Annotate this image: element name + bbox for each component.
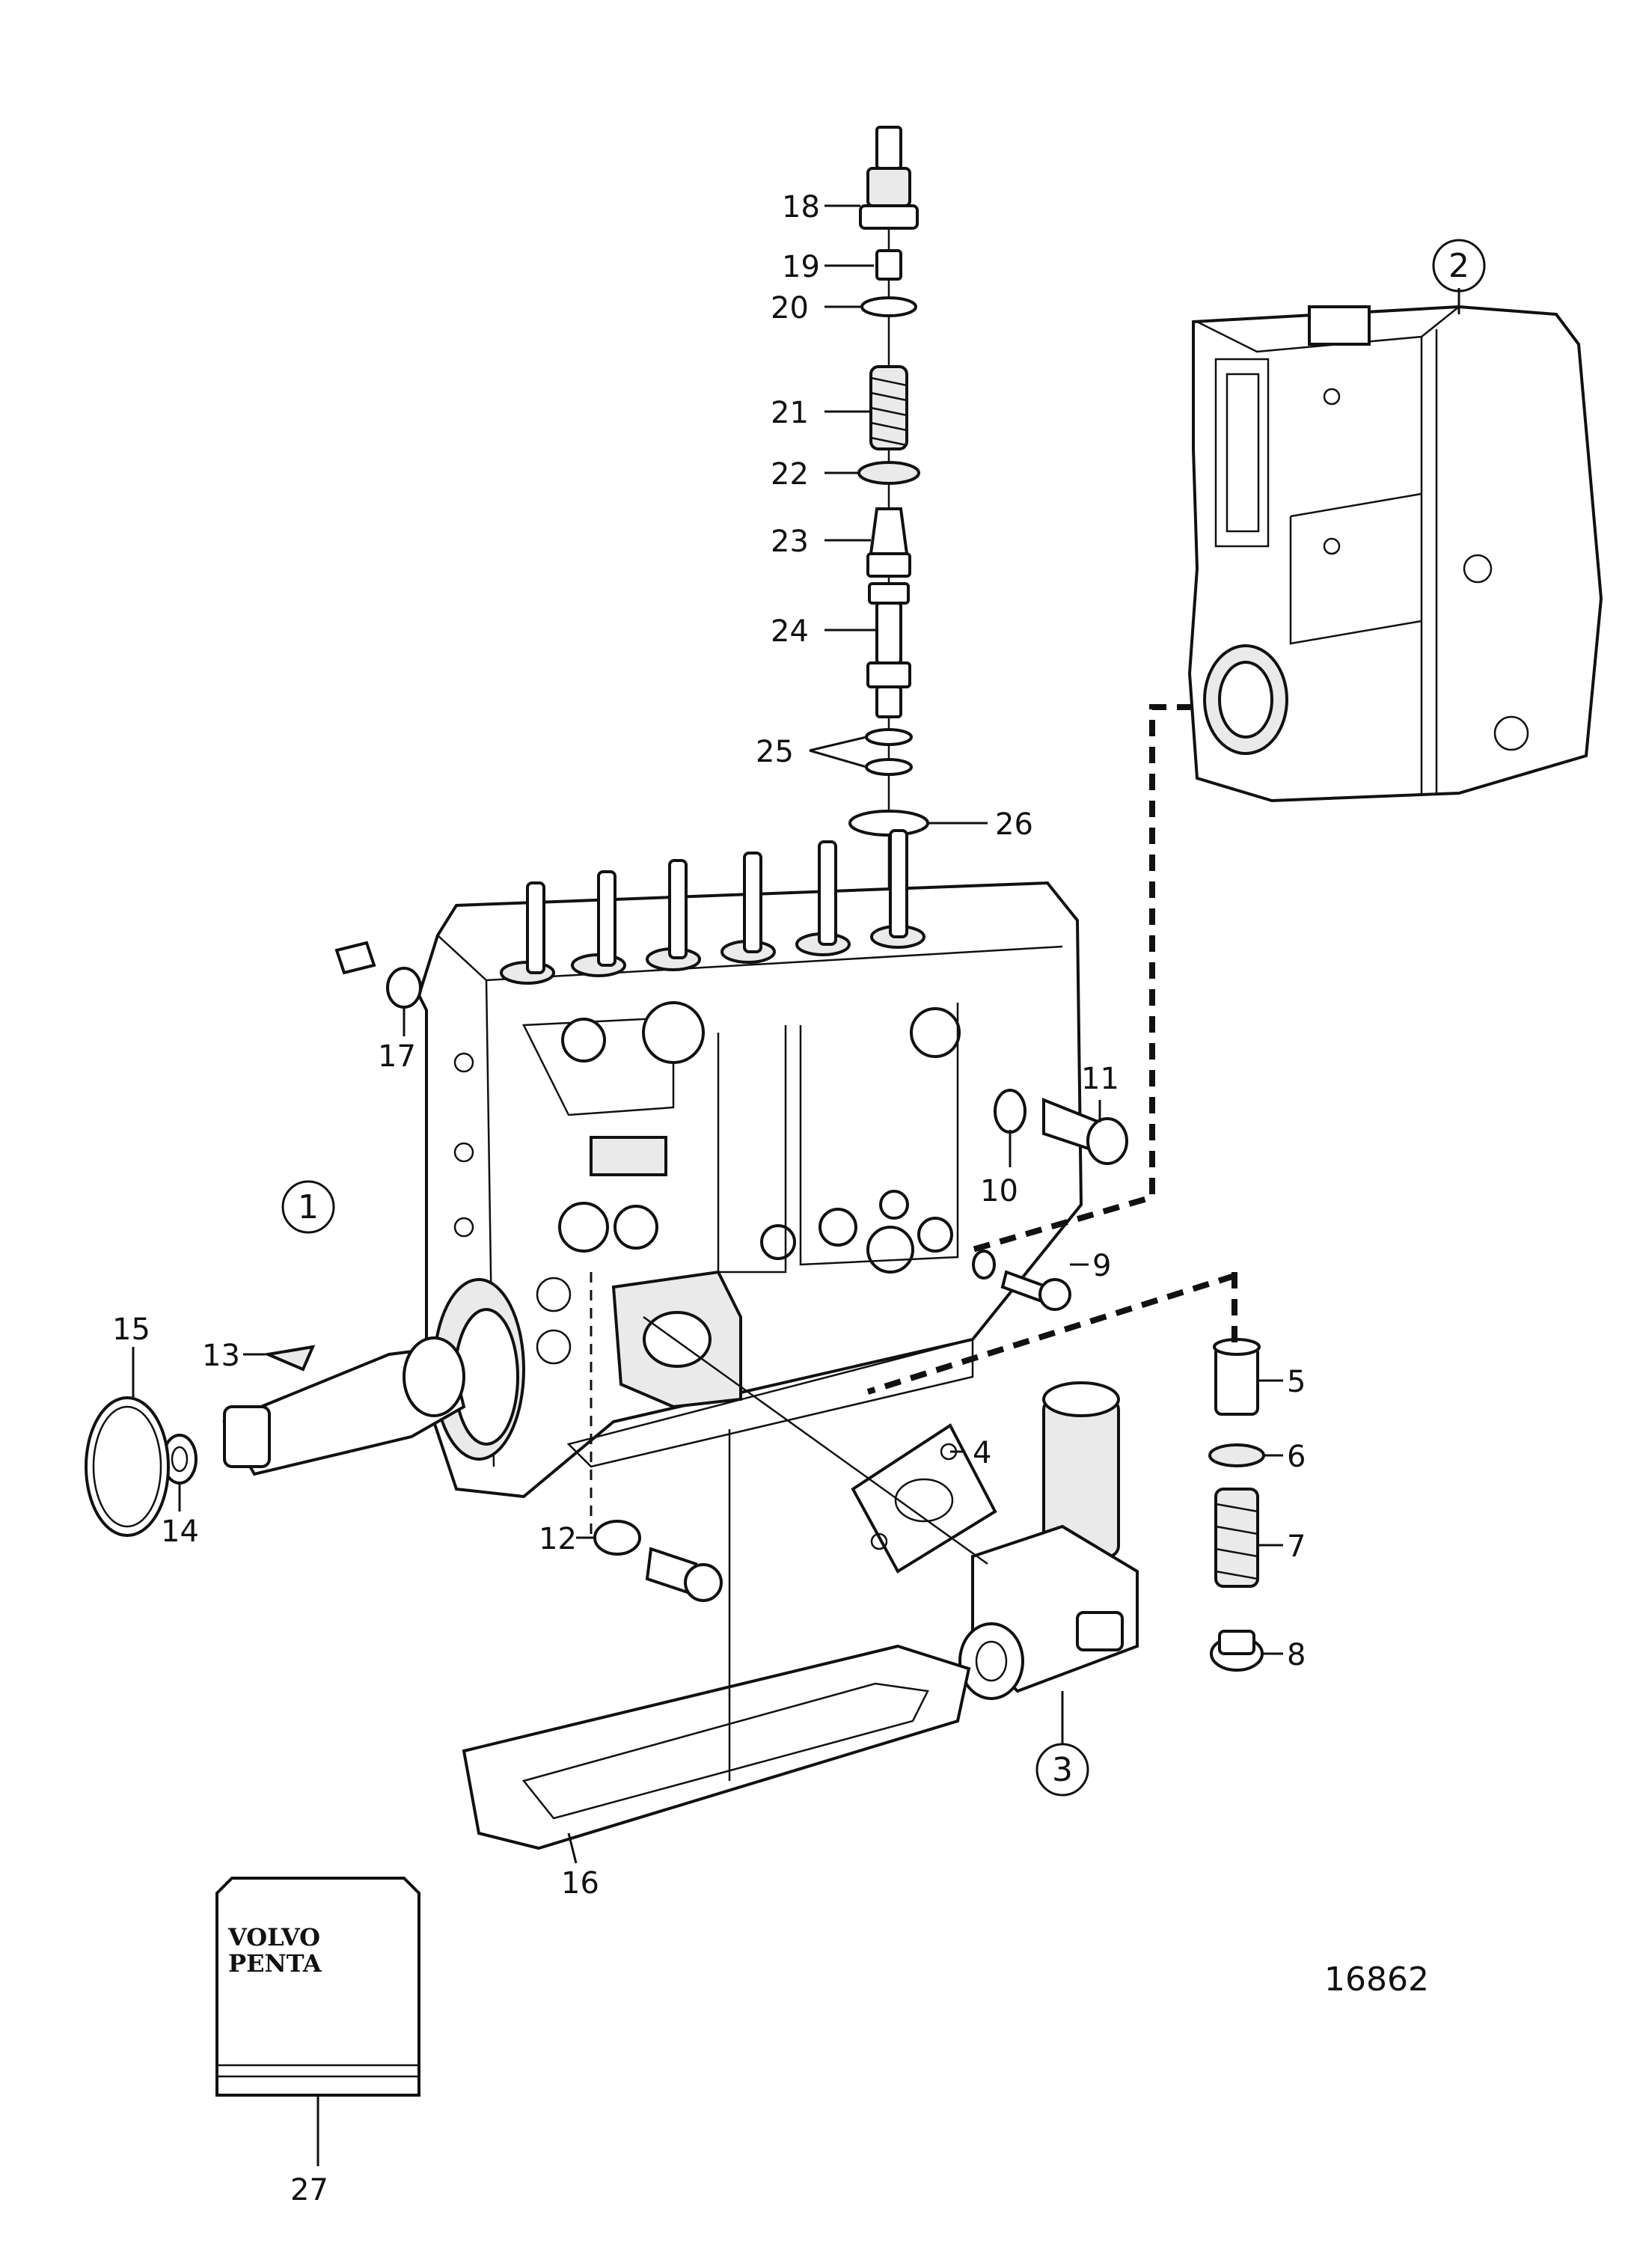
callout-10: 10 (980, 1174, 1018, 1208)
callout-18: 18 (782, 190, 820, 224)
callout-4: 4 (973, 1436, 991, 1470)
callout-24: 24 (771, 614, 809, 649)
numbered-callouts: 4 5 6 7 8 9 10 11 12 13 14 15 16 17 18 1… (112, 190, 1306, 2207)
callout-12: 12 (539, 1522, 577, 1556)
callout-16: 16 (561, 1866, 599, 1901)
callout-leader-lines (132, 204, 1460, 1864)
figure-number: 16862 (1324, 1960, 1429, 1999)
feed-pump (851, 1338, 1265, 1700)
parts-kit-package: VOLVO PENTA (215, 1877, 420, 2166)
delivery-valve-stack (848, 126, 929, 898)
callout-15: 15 (112, 1312, 150, 1347)
callout-14: 14 (161, 1514, 199, 1549)
assembly-dashed-lines (590, 704, 1237, 1781)
circled-callouts: 1 2 3 (281, 239, 1486, 1797)
callout-1: 1 (298, 1188, 319, 1226)
package-brand-line2: PENTA (228, 1949, 322, 1978)
callout-3: 3 (1052, 1751, 1073, 1789)
callout-20: 20 (771, 291, 809, 325)
callout-22: 22 (771, 457, 809, 492)
package-brand-line1: VOLVO (227, 1923, 320, 1951)
camshaft (85, 1336, 466, 1537)
callout-21: 21 (771, 396, 809, 430)
callout-17: 17 (378, 1039, 416, 1074)
callout-19: 19 (782, 250, 820, 284)
governor-housing (1187, 305, 1603, 803)
pump-body (417, 829, 1083, 1499)
callout-27: 27 (290, 2173, 328, 2207)
callout-25: 25 (756, 735, 794, 769)
callout-13: 13 (202, 1339, 240, 1373)
callout-7: 7 (1287, 1529, 1306, 1564)
base-gasket (462, 1644, 971, 1850)
callout-23: 23 (771, 525, 809, 559)
fasteners (334, 941, 1128, 1602)
callout-2: 2 (1448, 247, 1469, 285)
pump-studs (500, 829, 925, 985)
callout-6: 6 (1287, 1440, 1306, 1474)
callout-9: 9 (1092, 1249, 1111, 1283)
callout-26: 26 (995, 807, 1033, 842)
callout-5: 5 (1287, 1365, 1306, 1399)
callout-11: 11 (1081, 1062, 1119, 1096)
callout-8: 8 (1287, 1638, 1306, 1672)
